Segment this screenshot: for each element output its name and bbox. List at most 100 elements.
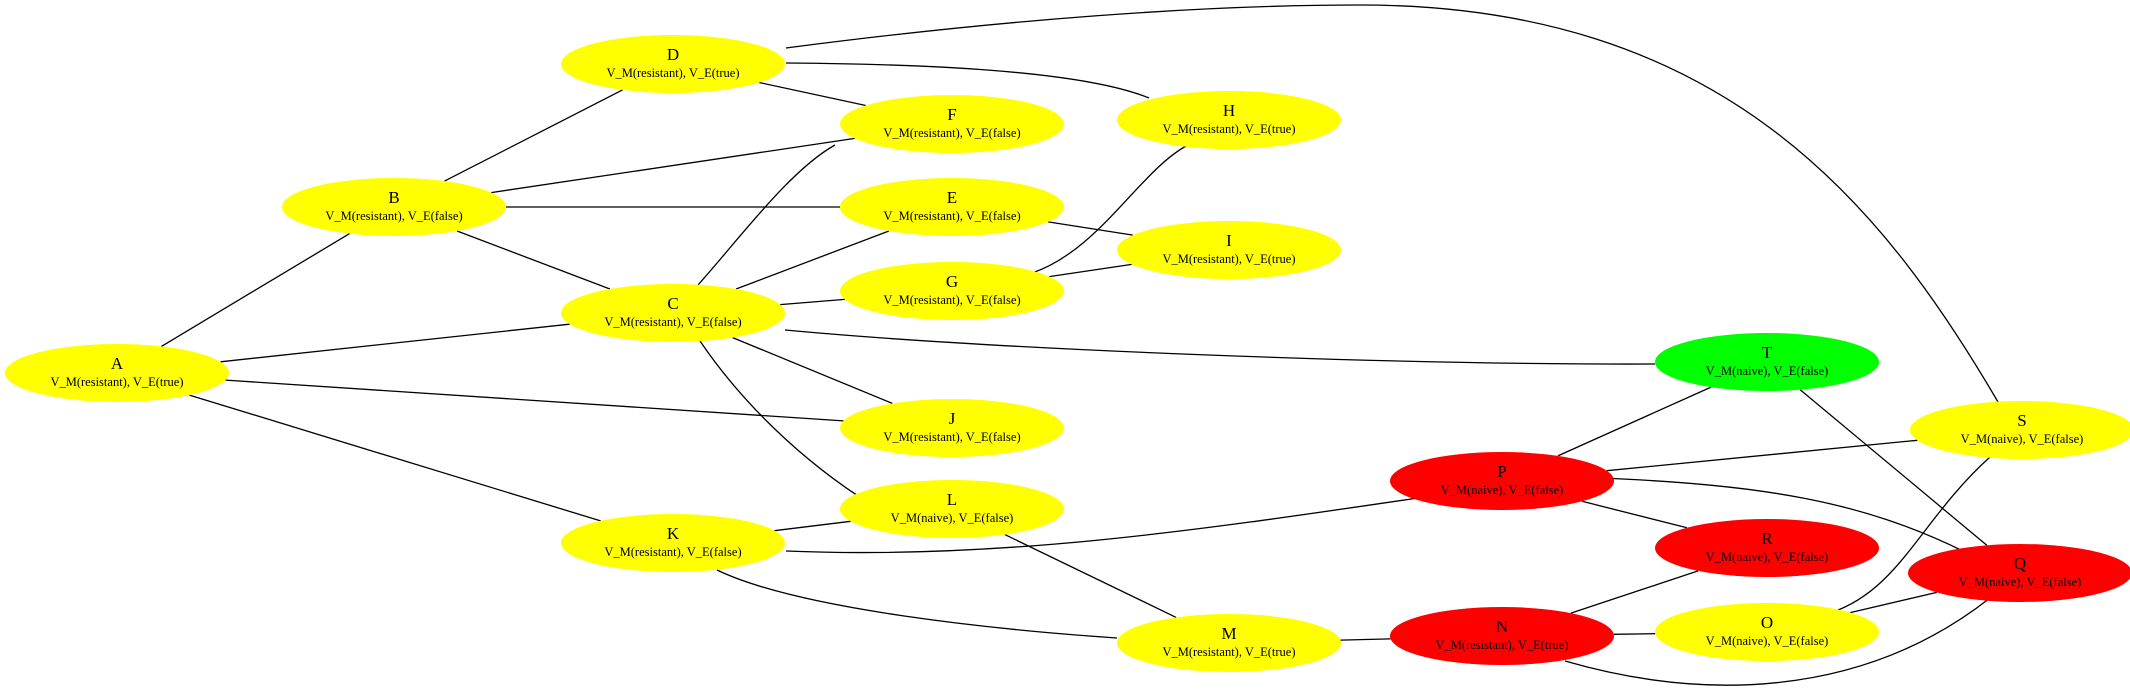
node-m[interactable]: M V_M(resistant), V_E(true) [1117, 614, 1341, 672]
node-ellipse [1908, 544, 2130, 602]
node-f[interactable]: FV_M(resistant), V_E(false) [840, 95, 1064, 153]
edge-o-s [1829, 456, 1991, 614]
node-k[interactable]: K V_M(resistant), V_E(false) [561, 514, 785, 572]
edge-t-q [1799, 389, 1988, 546]
node-name: J [949, 409, 956, 428]
node-s[interactable]: S V_M(naive), V_E(false) [1910, 401, 2130, 459]
edge-a-b [161, 233, 350, 347]
node-label: V_M(naive), V_E(false) [1706, 634, 1829, 648]
edge-k-p [785, 497, 1419, 554]
node-g[interactable]: GV_M(resistant), V_E(false) [840, 262, 1064, 320]
node-name: D [667, 45, 679, 64]
edge-c-e [735, 230, 890, 290]
node-name: M [1221, 624, 1236, 643]
edge-d-s [785, 4, 1999, 403]
node-label: V_M(resistant), V_E(true) [50, 375, 183, 389]
node-ellipse [840, 399, 1064, 457]
edges-layer [161, 4, 1999, 686]
node-ellipse [561, 514, 785, 572]
edge-a-k [189, 394, 601, 522]
node-name: S [2017, 411, 2026, 430]
node-h[interactable]: H V_M(resistant), V_E(true) [1117, 91, 1341, 149]
node-label: V_M(resistant), V_E(false) [604, 545, 741, 559]
node-name: R [1761, 529, 1773, 548]
node-label: V_M(resistant), V_E(false) [883, 430, 1020, 444]
node-a[interactable]: A V_M(resistant), V_E(true) [5, 344, 229, 402]
node-name: F [947, 105, 956, 124]
node-label: V_M(naive), V_E(false) [1961, 432, 2084, 446]
node-name: P [1497, 462, 1506, 481]
node-label: V_M(naive), V_E(false) [1706, 550, 1829, 564]
node-n[interactable]: N V_M(resistant), V_E(true) [1390, 607, 1614, 665]
node-label: V_M(resistant), V_E(true) [1162, 122, 1295, 136]
node-label: V_M(resistant), V_E(true) [1162, 645, 1295, 659]
node-b[interactable]: B V_M(resistant), V_E(false) [282, 178, 506, 236]
edge-n-q [1564, 597, 1991, 686]
node-ellipse [840, 262, 1064, 320]
node-name: Q [2014, 554, 2026, 573]
node-ellipse [561, 284, 785, 342]
edge-n-o [1613, 633, 1656, 635]
node-label: V_M(naive), V_E(false) [1959, 575, 2082, 589]
node-ellipse [1117, 614, 1341, 672]
node-name: N [1496, 617, 1508, 636]
node-label: V_M(resistant), V_E(false) [604, 315, 741, 329]
node-t[interactable]: T V_M(naive), V_E(false) [1655, 333, 1879, 391]
node-ellipse [840, 480, 1064, 538]
node-i[interactable]: I V_M(resistant), V_E(true) [1117, 221, 1341, 279]
edge-g-h [1031, 144, 1189, 274]
node-e[interactable]: EV_M(resistant), V_E(false) [840, 178, 1064, 236]
edge-b-f [491, 137, 855, 194]
node-p[interactable]: P V_M(naive), V_E(false) [1390, 452, 1614, 510]
node-label: V_M(naive), V_E(false) [891, 511, 1014, 525]
node-name: K [667, 524, 680, 543]
node-name: I [1226, 231, 1232, 250]
node-ellipse [1655, 603, 1879, 661]
edge-o-q [1850, 591, 1937, 614]
edge-n-r [1570, 570, 1699, 614]
node-ellipse [1910, 401, 2130, 459]
node-name: H [1223, 101, 1235, 120]
edge-c-l [699, 340, 873, 506]
node-l[interactable]: L V_M(naive), V_E(false) [840, 480, 1064, 538]
node-name: A [111, 354, 124, 373]
edge-l-m [1004, 534, 1177, 618]
node-ellipse [1655, 519, 1879, 577]
edge-c-f [697, 144, 836, 286]
edge-k-l [774, 520, 851, 532]
edge-c-t [784, 329, 1656, 365]
edge-b-d [444, 89, 623, 182]
node-ellipse [840, 95, 1064, 153]
node-j[interactable]: J V_M(resistant), V_E(false) [840, 399, 1064, 457]
node-ellipse [1655, 333, 1879, 391]
edge-d-f [759, 81, 866, 107]
node-o[interactable]: O V_M(naive), V_E(false) [1655, 603, 1879, 661]
edge-p-q [1601, 477, 1966, 553]
edge-c-j [732, 336, 893, 405]
node-name: E [947, 188, 957, 207]
edge-e-i [1048, 221, 1133, 236]
node-name: O [1761, 613, 1773, 632]
node-ellipse [840, 178, 1064, 236]
node-label: V_M(naive), V_E(false) [1441, 483, 1564, 497]
nodes-layer: A V_M(resistant), V_E(true) B V_M(resistant… [5, 35, 2130, 672]
node-label: V_M(naive), V_E(false) [1706, 364, 1829, 378]
node-name: B [388, 188, 399, 207]
node-d[interactable]: D V_M(resistant), V_E(true) [561, 35, 785, 93]
node-label: V_M(resistant), V_E(true) [1435, 638, 1568, 652]
node-name: T [1762, 343, 1773, 362]
node-c[interactable]: CV_M(resistant), V_E(false) [561, 284, 785, 342]
node-q[interactable]: Q V_M(naive), V_E(false) [1908, 544, 2130, 602]
node-label: V_M(resistant), V_E(true) [606, 66, 739, 80]
node-label: V_M(resistant), V_E(true) [1162, 252, 1295, 266]
node-ellipse [1390, 452, 1614, 510]
edge-g-i [1049, 263, 1132, 278]
node-ellipse [5, 344, 229, 402]
edge-k-m [716, 569, 1118, 639]
node-label: V_M(resistant), V_E(false) [325, 209, 462, 223]
node-name: L [947, 490, 957, 509]
node-r[interactable]: R V_M(naive), V_E(false) [1655, 519, 1879, 577]
edge-b-c [456, 230, 611, 290]
edge-m-n [1340, 638, 1391, 641]
